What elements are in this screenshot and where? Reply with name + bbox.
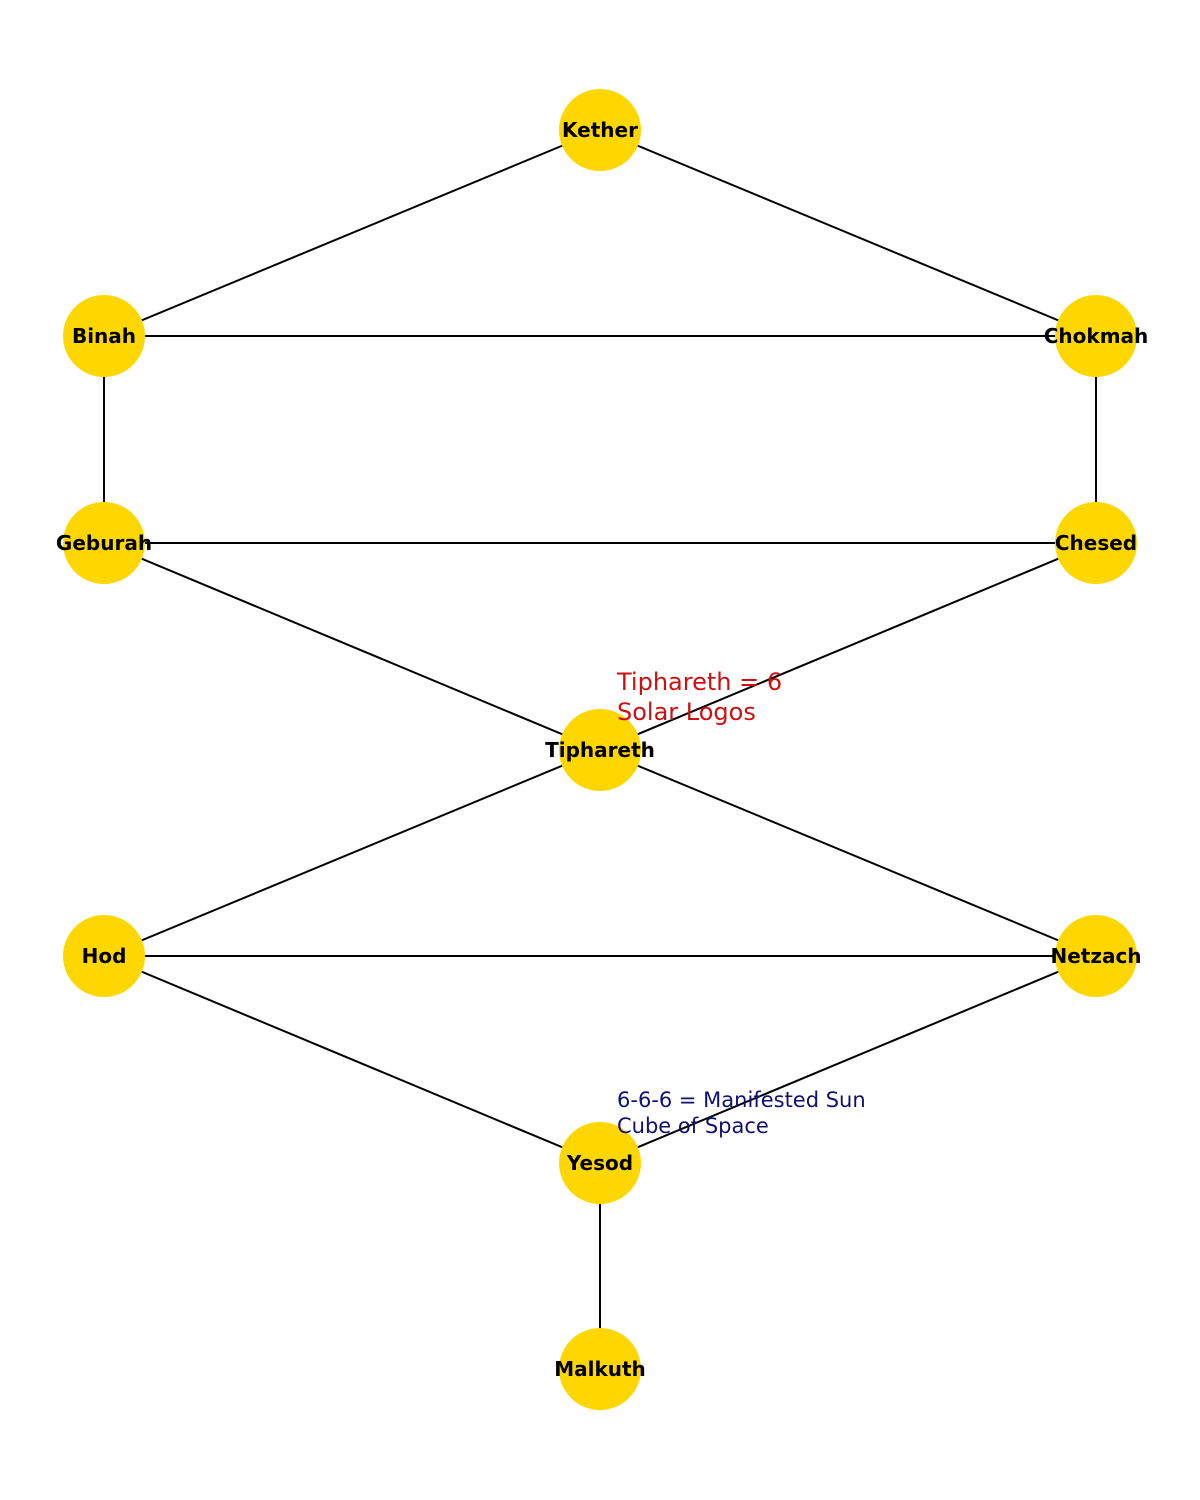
node-label-chesed: Chesed — [1055, 531, 1137, 555]
node-kether: Kether — [559, 89, 641, 171]
node-circle-chokmah — [1055, 295, 1137, 377]
node-circle-chesed — [1055, 502, 1137, 584]
node-circle-geburah — [63, 502, 145, 584]
node-circle-tiphareth — [559, 709, 641, 791]
node-label-yesod: Yesod — [566, 1151, 633, 1175]
edge-chesed-tiphareth — [599, 542, 1097, 751]
node-label-binah: Binah — [72, 324, 136, 348]
node-yesod: Yesod — [559, 1122, 641, 1204]
node-hod: Hod — [63, 915, 145, 997]
node-circle-binah — [63, 295, 145, 377]
node-binah: Binah — [63, 295, 145, 377]
node-label-malkuth: Malkuth — [554, 1357, 646, 1381]
node-chokmah: Chokmah — [1044, 295, 1149, 377]
node-label-chokmah: Chokmah — [1044, 324, 1149, 348]
node-circle-yesod — [559, 1122, 641, 1204]
edge-kether-binah — [103, 129, 601, 337]
node-label-hod: Hod — [82, 944, 127, 968]
edge-tiphareth-netzach — [599, 749, 1097, 957]
annotation-line: 6-6-6 = Manifested Sun — [617, 1088, 866, 1112]
node-label-kether: Kether — [562, 118, 638, 142]
node-chesed: Chesed — [1055, 502, 1137, 584]
node-label-tiphareth: Tiphareth — [545, 738, 655, 762]
node-circle-malkuth — [559, 1328, 641, 1410]
node-tiphareth: Tiphareth — [545, 709, 655, 791]
node-circle-kether — [559, 89, 641, 171]
node-circle-hod — [63, 915, 145, 997]
node-geburah: Geburah — [56, 502, 152, 584]
edge-hod-yesod — [103, 955, 601, 1164]
node-label-netzach: Netzach — [1050, 944, 1141, 968]
edge-netzach-yesod — [599, 955, 1097, 1164]
edge-geburah-tiphareth — [103, 542, 601, 751]
node-circle-netzach — [1055, 915, 1137, 997]
edge-kether-chokmah — [599, 129, 1097, 337]
edge-tiphareth-hod — [103, 749, 601, 957]
annotation-line: Solar Logos — [617, 698, 756, 726]
node-label-geburah: Geburah — [56, 531, 152, 555]
node-netzach: Netzach — [1050, 915, 1142, 997]
annotation-line: Cube of Space — [617, 1114, 769, 1138]
node-malkuth: Malkuth — [554, 1328, 646, 1410]
annotation-line: Tiphareth = 6 — [616, 668, 782, 696]
